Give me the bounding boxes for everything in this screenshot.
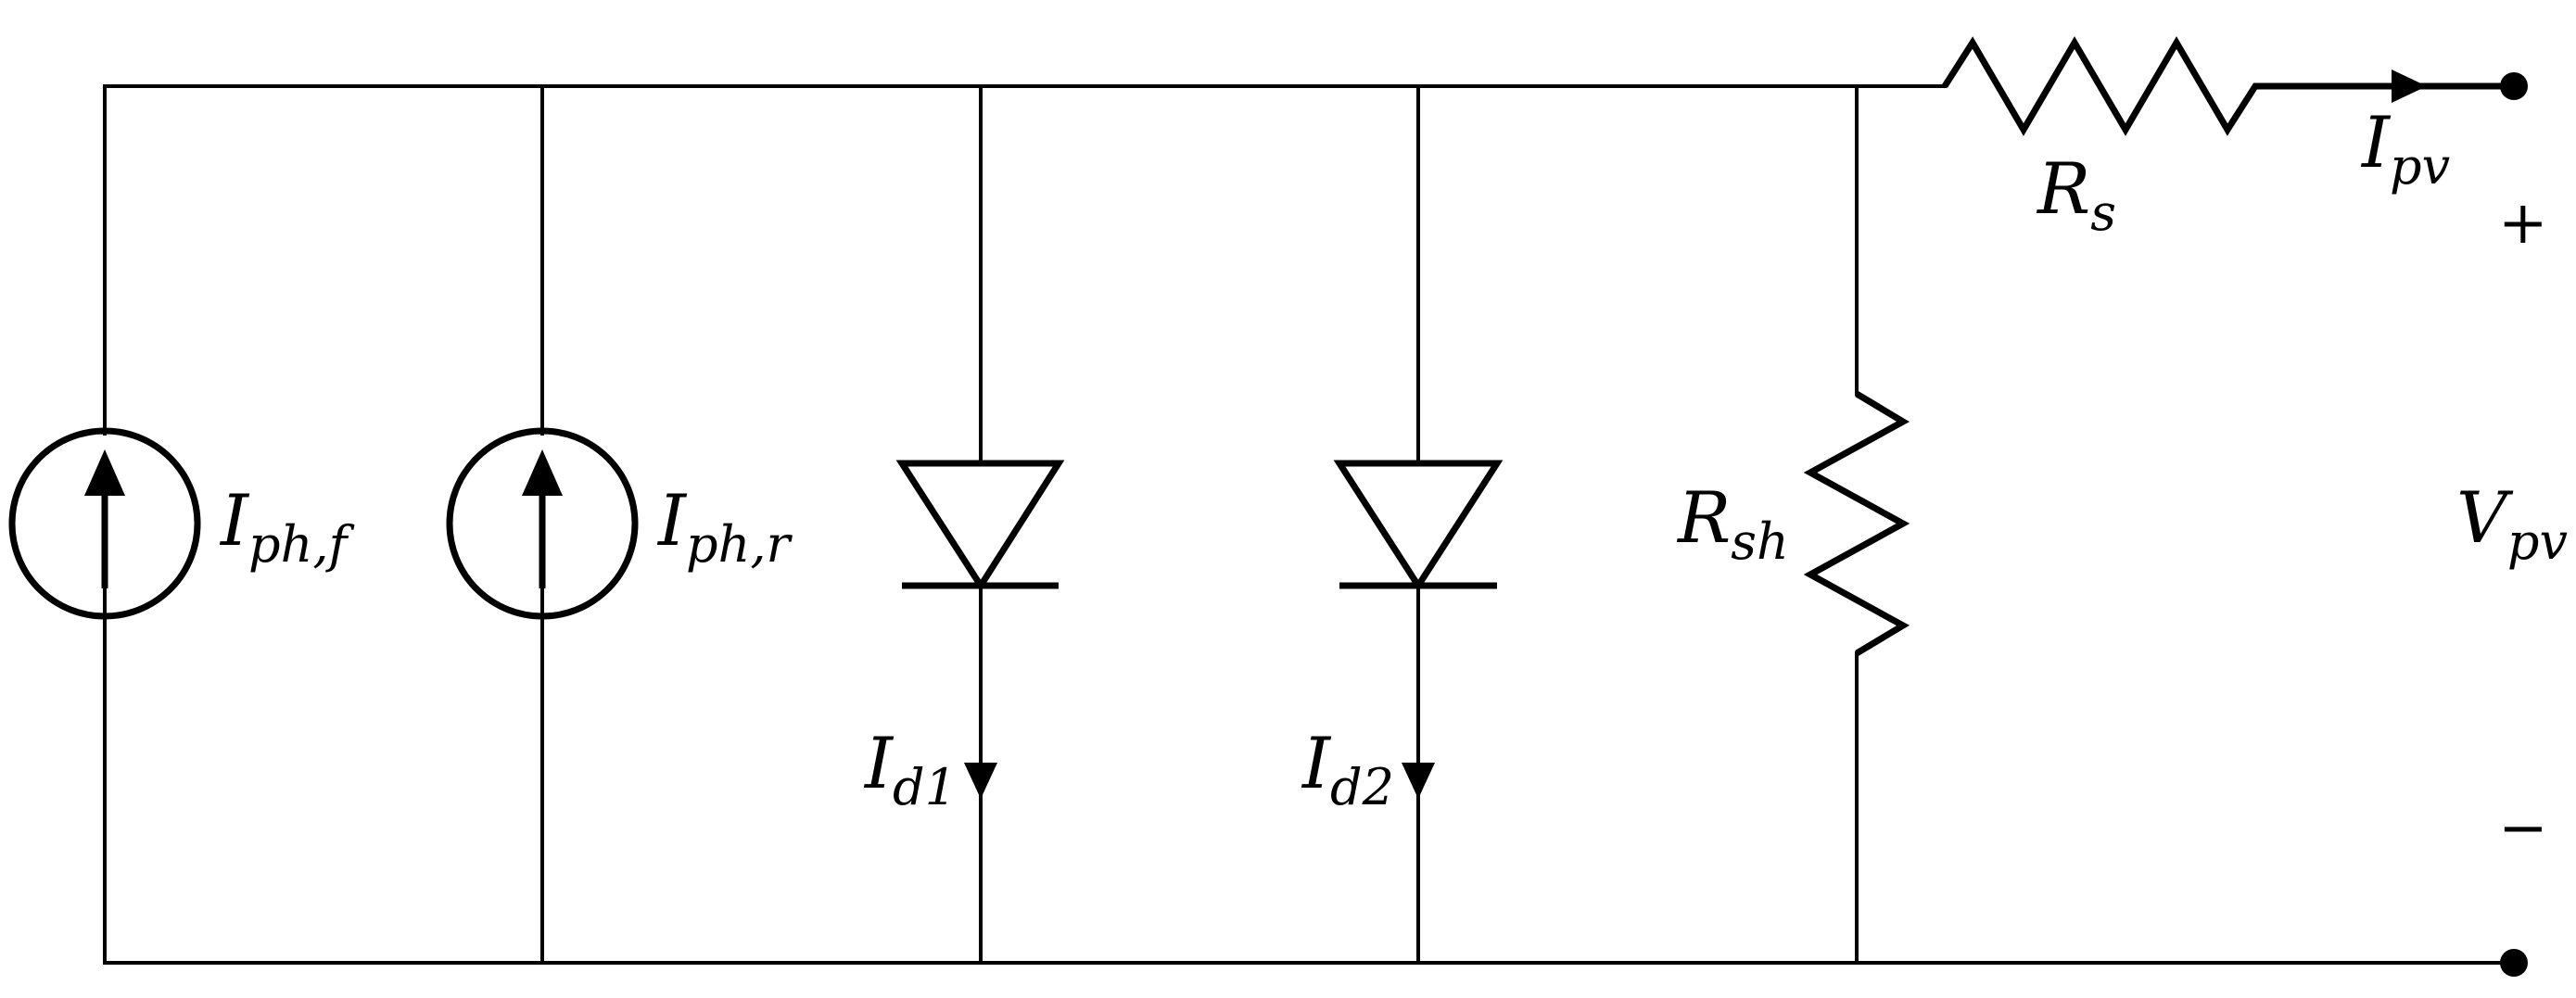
label-rs: Rs [2036,147,2116,242]
iph-f-arrow-icon [84,449,125,496]
diode-1-icon [895,460,1065,592]
diode-2-icon [1333,460,1504,592]
shunt-resistor-rsh [1803,390,1910,657]
current-source-iph-r [446,427,639,620]
label-vpv: Vpv [2456,476,2568,571]
label-iph-r: Iph,r [656,479,793,574]
minus-sign: − [2498,794,2548,863]
current-source-iph-f [8,427,201,620]
series-resistor-rs [1942,36,2518,136]
negative-terminal [2500,949,2528,977]
label-iph-f: Iph,f [219,479,355,574]
label-rsh: Rsh [1676,476,1789,571]
label-id2: Id2 [1301,722,1394,816]
id1-arrow-icon [964,763,997,799]
iph-r-arrow-icon [522,449,563,496]
ipv-arrow-icon [2392,69,2427,103]
label-ipv: Ipv [2360,101,2450,196]
id2-arrow-icon [1402,763,1435,799]
positive-terminal [2500,72,2528,100]
label-id1: Id1 [863,722,957,816]
plus-sign: + [2498,189,2548,258]
